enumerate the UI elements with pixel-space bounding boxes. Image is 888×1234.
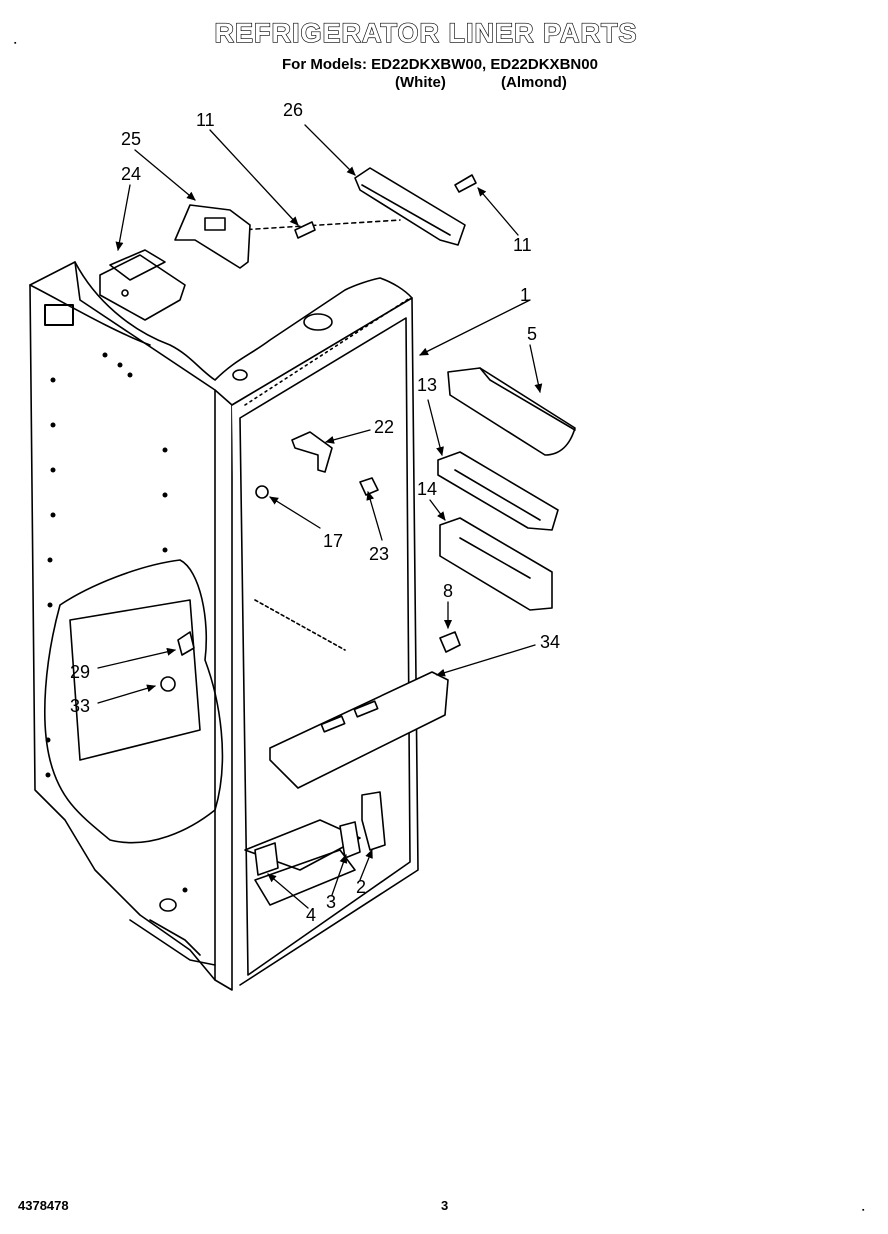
callout-22: 22 — [374, 417, 395, 437]
callout-29: 29 — [70, 662, 91, 682]
part-8-fastener — [439, 631, 461, 653]
corner-mark: ▪ — [14, 40, 17, 47]
drain-hole — [159, 898, 177, 912]
part-13-bracket — [437, 451, 559, 531]
part-25-bracket — [174, 204, 251, 269]
callout-34: 34 — [540, 632, 561, 652]
callout-3: 3 — [326, 892, 337, 912]
color-almond: (Almond) — [501, 74, 567, 91]
part-22-bracket — [291, 431, 333, 473]
callout-17: 17 — [323, 531, 344, 551]
part-number: 4378478 — [18, 1198, 69, 1213]
top-hole — [303, 313, 333, 331]
part-5-cover — [447, 367, 576, 456]
callout-2: 2 — [356, 877, 367, 897]
part-29-connector — [177, 631, 195, 656]
part-23-screw — [359, 477, 379, 496]
models-prefix: For Models: — [282, 56, 367, 73]
leader-lines — [97, 124, 543, 909]
callout-1: 1 — [520, 285, 531, 305]
callout-8: 8 — [443, 581, 454, 601]
callout-25: 25 — [121, 129, 142, 149]
side-vent — [44, 304, 74, 326]
part-4-block — [254, 842, 279, 876]
callout-14: 14 — [417, 479, 438, 499]
part-14-housing — [439, 517, 553, 611]
callout-11-right: 11 — [513, 235, 532, 255]
page-title: REFRIGERATOR LINER PARTS — [214, 17, 638, 48]
cutaway-outline — [44, 559, 224, 844]
top-hole — [232, 369, 248, 381]
callout-23: 23 — [369, 544, 390, 564]
part-11-screw — [454, 174, 477, 193]
callout-33: 33 — [70, 696, 91, 716]
corner-mark: ▪ — [862, 1207, 865, 1214]
part-17-plug — [255, 485, 269, 499]
part-3-clip — [339, 821, 361, 859]
model-info: For Models: ED22DKXBW00, ED22DKXBN00 (Wh… — [282, 56, 598, 91]
page-number: 3 — [441, 1198, 449, 1213]
callout-24: 24 — [121, 164, 142, 184]
part-11-screw — [294, 221, 316, 239]
callout-5: 5 — [527, 324, 538, 344]
part-34-shelf — [269, 671, 449, 789]
liner-body — [29, 219, 419, 991]
callout-11-left: 11 — [196, 110, 215, 130]
part-33-bulb — [160, 676, 176, 692]
part-26-channel — [354, 167, 466, 246]
callout-26: 26 — [283, 100, 304, 120]
models-list: ED22DKXBW00, ED22DKXBN00 — [371, 56, 598, 73]
callout-4: 4 — [306, 905, 317, 925]
part-24-housing — [99, 249, 186, 321]
part-2-clip — [361, 791, 386, 851]
color-white: (White) — [395, 74, 446, 91]
cutaway-inner — [69, 599, 201, 761]
side-panel-holes — [45, 352, 188, 893]
callout-13: 13 — [417, 375, 438, 395]
